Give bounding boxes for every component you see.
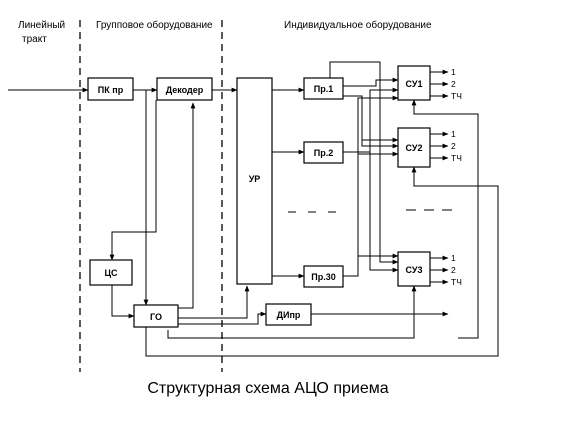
block-decoder: Декодер <box>156 77 213 101</box>
block-go-label: ГО <box>150 312 162 322</box>
block-diff-label: ДИпр <box>277 310 301 320</box>
block-su1: СУ1 <box>397 65 431 101</box>
block-ur-label: УР <box>249 174 261 184</box>
section-label-line-path-1: Линейный <box>18 20 65 31</box>
block-ur: УР <box>236 77 273 285</box>
block-su3-label: СУ3 <box>406 265 423 275</box>
block-pk: ПК пр <box>87 77 134 101</box>
su1-out-1: 1 <box>451 67 456 77</box>
block-pr30: Пр.30 <box>303 265 344 288</box>
su1-out-2: 2 <box>451 79 456 89</box>
su2-output-labels: 1 2 ТЧ <box>451 129 462 163</box>
block-pr2: Пр.2 <box>303 141 344 164</box>
block-decoder-label: Декодер <box>166 85 204 95</box>
su1-out-tch: ТЧ <box>451 91 462 101</box>
su1-output-labels: 1 2 ТЧ <box>451 67 462 101</box>
block-pr1-label: Пр.1 <box>314 84 333 94</box>
block-pr30-label: Пр.30 <box>311 272 335 282</box>
section-label-individual: Индивидуальное оборудование <box>284 19 432 31</box>
block-go: ГО <box>133 304 179 328</box>
block-su1-label: СУ1 <box>406 79 423 89</box>
su3-output-labels: 1 2 ТЧ <box>451 253 462 287</box>
block-pr1: Пр.1 <box>303 77 344 100</box>
su2-out-2: 2 <box>451 141 456 151</box>
diagram-caption: Структурная схема АЦО приема <box>147 380 388 397</box>
connections <box>8 61 499 357</box>
block-cs: ЦС <box>89 259 133 286</box>
su2-out-tch: ТЧ <box>451 153 462 163</box>
block-pr2-label: Пр.2 <box>314 148 333 158</box>
block-diff: ДИпр <box>265 303 312 326</box>
block-cs-label: ЦС <box>104 268 118 278</box>
block-pk-label: ПК пр <box>98 85 124 95</box>
block-su2: СУ2 <box>397 127 431 168</box>
su3-out-tch: ТЧ <box>451 277 462 287</box>
su3-out-2: 2 <box>451 265 456 275</box>
su3-out-1: 1 <box>451 253 456 263</box>
ellipsis-channels-dashes <box>288 209 452 213</box>
block-su3: СУ3 <box>397 251 431 287</box>
block-su2-label: СУ2 <box>406 143 423 153</box>
section-label-group: Групповое оборудование <box>96 19 213 31</box>
su2-out-1: 1 <box>451 129 456 139</box>
section-label-line-path-2: тракт <box>22 34 47 45</box>
